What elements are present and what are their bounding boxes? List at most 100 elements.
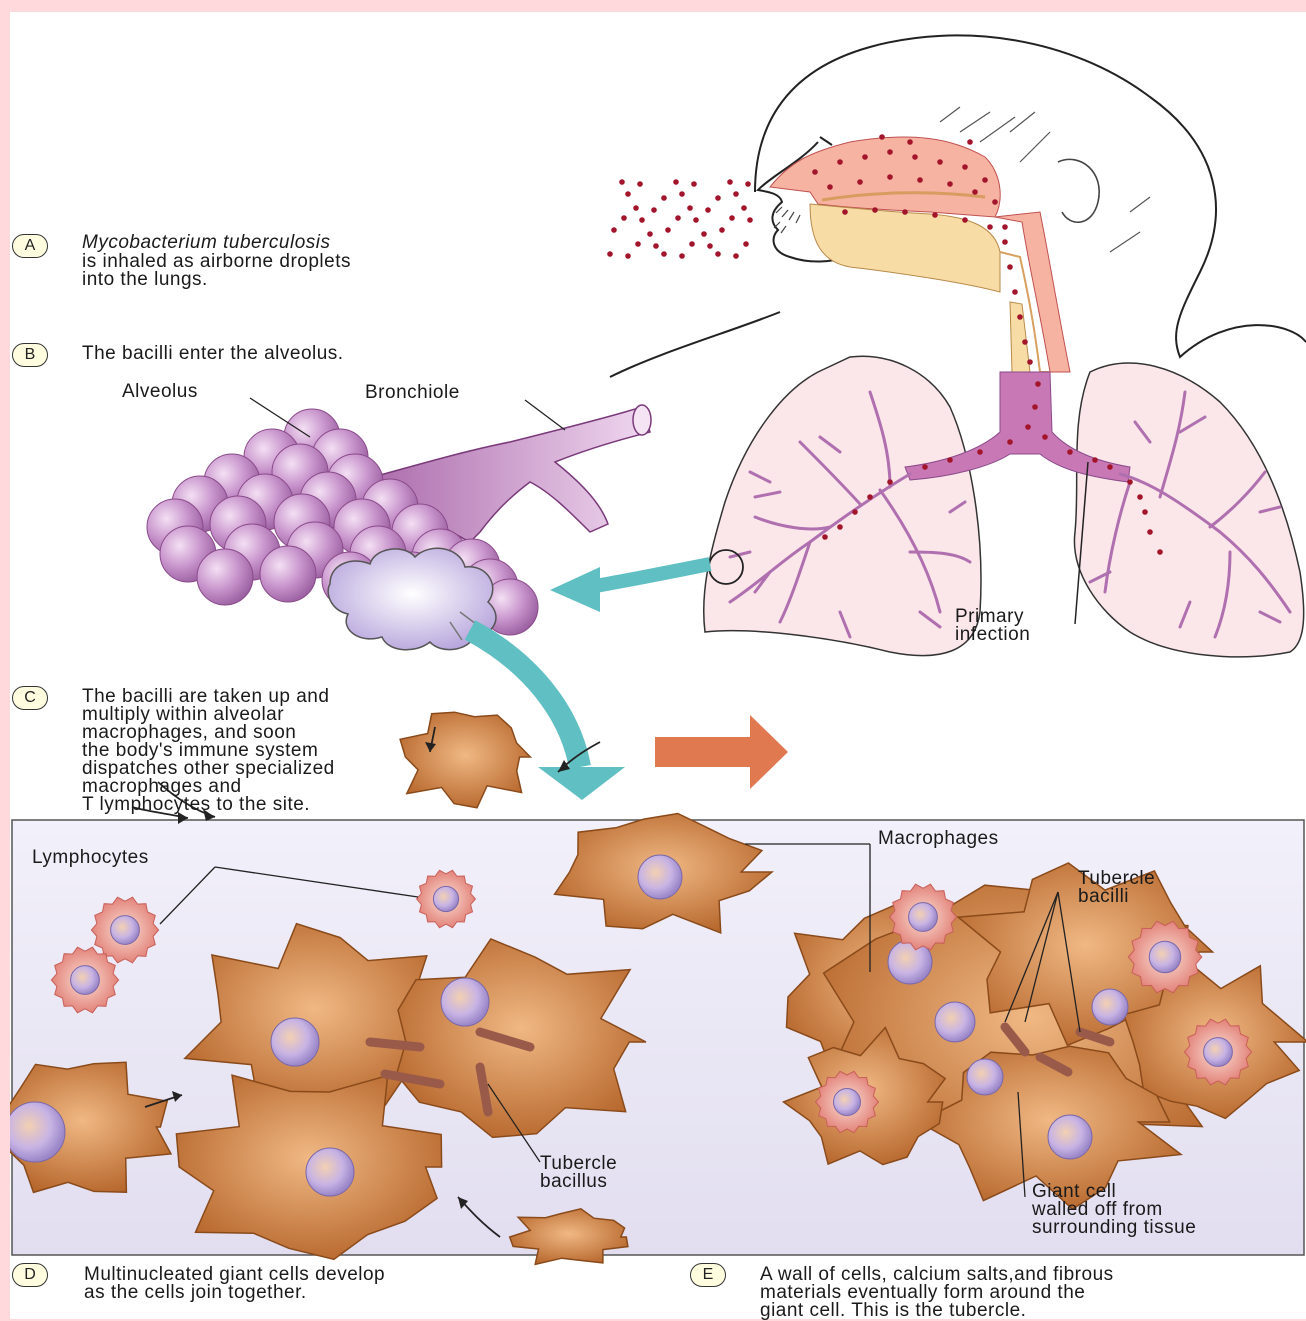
alveolus-illustration	[147, 398, 651, 650]
droplet	[727, 179, 733, 185]
droplet	[607, 251, 613, 257]
step-b-text: The bacilli enter the alveolus.	[82, 345, 344, 363]
droplet	[1002, 224, 1008, 230]
droplet	[887, 149, 893, 155]
figure-canvas: A Mycobacterium tuberculosis is inhaled …	[10, 12, 1306, 1319]
droplet	[912, 154, 918, 160]
droplet	[729, 215, 735, 221]
lymphocytes-label: Lymphocytes	[32, 849, 149, 867]
droplet	[639, 217, 645, 223]
step-e-badge: E	[690, 1263, 726, 1287]
macrophage-cell	[400, 712, 530, 808]
droplet	[1067, 449, 1073, 455]
lymphocyte-nucleus	[71, 966, 100, 995]
droplet	[689, 241, 695, 247]
droplet	[679, 253, 685, 259]
nucleus	[306, 1148, 354, 1196]
alveolus-sphere	[197, 549, 253, 605]
droplet	[1127, 479, 1133, 485]
droplet	[937, 159, 943, 165]
step-c-text: The bacilli are taken up and multiply wi…	[82, 688, 335, 814]
droplet	[972, 189, 978, 195]
step-a-badge: A	[12, 234, 48, 258]
step-c-badge: C	[12, 686, 48, 710]
nucleus	[1048, 1115, 1092, 1159]
droplet	[827, 184, 833, 190]
droplet	[679, 191, 685, 197]
droplet	[733, 191, 739, 197]
droplet	[611, 227, 617, 233]
droplet	[701, 231, 707, 237]
step-d-badge: D	[12, 1263, 48, 1287]
droplet	[705, 207, 711, 213]
tubercle-bacillus-label: Tubercle bacillus	[540, 1155, 617, 1191]
step-e-text: A wall of cells, calcium salts,and fibro…	[760, 1266, 1114, 1320]
droplet	[653, 243, 659, 249]
lymphocyte-nucleus	[111, 916, 140, 945]
nucleus	[638, 855, 682, 899]
droplet	[637, 181, 643, 187]
droplet	[719, 227, 725, 233]
droplet	[691, 181, 697, 187]
droplet	[1032, 404, 1038, 410]
macrophages-label: Macrophages	[878, 830, 999, 848]
droplet	[687, 205, 693, 211]
droplet	[967, 139, 973, 145]
step-d-text: Multinucleated giant cells develop as th…	[84, 1266, 385, 1302]
droplet	[1142, 509, 1148, 515]
droplet	[822, 534, 828, 540]
droplet	[651, 207, 657, 213]
bacillus-rod	[370, 1042, 420, 1047]
droplet	[1147, 529, 1153, 535]
droplet	[837, 159, 843, 165]
droplet	[1157, 549, 1163, 555]
droplet	[1007, 264, 1013, 270]
lymphocyte-nucleus	[909, 903, 938, 932]
droplet	[1007, 439, 1013, 445]
droplet	[837, 524, 843, 530]
alveolus-sphere	[260, 546, 316, 602]
primary-infection-label: Primary infection	[955, 608, 1030, 644]
illustration	[10, 12, 1306, 1319]
droplet	[982, 177, 988, 183]
droplet	[887, 479, 893, 485]
droplet	[992, 199, 998, 205]
droplet	[879, 134, 885, 140]
droplet	[922, 464, 928, 470]
droplet	[673, 179, 679, 185]
droplet	[857, 179, 863, 185]
droplet	[812, 169, 818, 175]
droplet	[625, 253, 631, 259]
droplet	[1022, 339, 1028, 345]
nucleus	[441, 978, 489, 1026]
nucleus	[935, 1002, 975, 1042]
droplet	[635, 241, 641, 247]
droplet	[675, 215, 681, 221]
nucleus	[271, 1018, 319, 1066]
droplet	[741, 205, 747, 211]
step-b-badge: B	[12, 343, 48, 367]
droplet	[932, 212, 938, 218]
droplet	[862, 154, 868, 160]
droplet	[745, 181, 751, 187]
droplet	[842, 209, 848, 215]
droplet	[947, 457, 953, 463]
droplet	[887, 174, 893, 180]
tubercle-bacilli-label: Tubercle bacilli	[1078, 870, 1155, 906]
droplet	[1012, 289, 1018, 295]
lymphocyte-nucleus	[834, 1089, 861, 1116]
droplet	[707, 243, 713, 249]
droplet	[1002, 239, 1008, 245]
droplet	[977, 449, 983, 455]
lymphocyte-nucleus	[433, 886, 458, 911]
droplet	[733, 253, 739, 259]
head-illustration	[610, 35, 1306, 377]
droplet	[625, 191, 631, 197]
droplet	[743, 241, 749, 247]
bronchiole-label: Bronchiole	[365, 384, 460, 402]
droplet	[1092, 457, 1098, 463]
droplet	[947, 181, 953, 187]
giant-cell-label: Giant cell walled off from surrounding t…	[1032, 1183, 1196, 1237]
step-a-text: is inhaled as airborne droplets into the…	[82, 253, 351, 289]
